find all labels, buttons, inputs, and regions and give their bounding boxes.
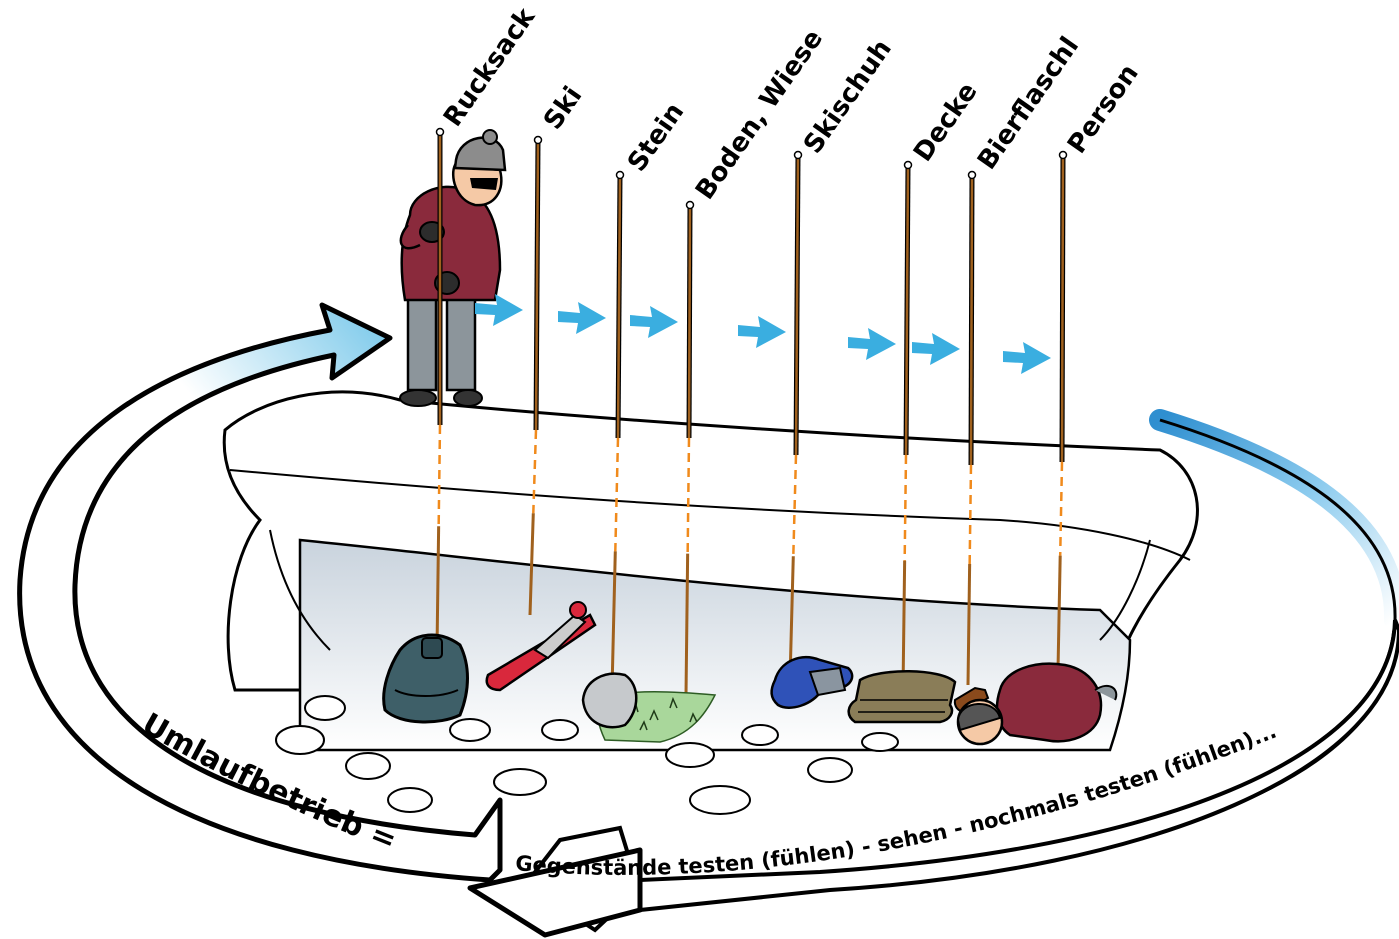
probe-rod-fill-skischuh — [794, 154, 800, 456]
probe-buried-skischuh — [788, 556, 795, 681]
blanket-icon — [847, 670, 957, 724]
probe-tip-ski — [533, 135, 543, 145]
direction-arrow-5 — [848, 328, 896, 360]
buried-person-icon — [956, 662, 1118, 746]
probe-dashed-boden — [686, 437, 691, 554]
probe-dashed-skischuh — [792, 454, 798, 557]
direction-arrow-2 — [558, 302, 606, 334]
probe-rod-fill-stein — [616, 174, 622, 439]
probe-rod-fill-boden — [687, 204, 692, 439]
direction-arrow-4 — [738, 316, 786, 348]
probe-dashed-decke — [903, 454, 908, 561]
probe-rod-fill-decke — [904, 164, 910, 456]
probe-rod-fill-ski — [534, 139, 540, 431]
probe-tip-rucksack — [435, 127, 445, 137]
cycle-arrow-right — [467, 409, 1399, 938]
probe-buried-rucksack — [435, 526, 441, 651]
probe-dashed-person — [1058, 461, 1064, 556]
direction-arrow-1 — [475, 294, 523, 326]
direction-arrow-3 — [630, 306, 678, 338]
probe-dashed-bierflaschl — [968, 464, 973, 565]
rucksack-icon — [382, 633, 469, 724]
probe-tip-skischuh — [793, 150, 803, 160]
probe-rod-fill-bierflaschl — [969, 174, 974, 466]
probe-tip-bierflaschl — [967, 170, 977, 180]
ski-boot-icon — [770, 655, 854, 709]
probe-dashed-rucksack — [437, 424, 442, 527]
direction-arrow-7 — [1003, 342, 1051, 374]
probe-rods — [435, 127, 1068, 696]
probe-buried-decke — [901, 560, 907, 691]
probe-buried-person — [1056, 555, 1062, 671]
rubble-rocks — [275, 695, 899, 815]
stone-icon — [581, 672, 638, 729]
rescuer-figure — [399, 129, 507, 407]
cycle-arrow-left — [17, 302, 503, 883]
probe-tip-boden — [685, 200, 695, 210]
direction-arrows — [475, 294, 1051, 374]
probe-tip-person — [1058, 150, 1068, 160]
probe-tip-stein — [615, 170, 625, 180]
probe-buried-ski — [528, 513, 535, 616]
probe-buried-boden — [684, 553, 690, 696]
probe-buried-bierflaschl — [966, 563, 972, 686]
probe-rod-fill-person — [1060, 154, 1065, 463]
probe-dashed-stein — [614, 437, 620, 552]
probe-tip-decke — [903, 160, 913, 170]
probe-buried-stein — [610, 551, 617, 691]
direction-arrow-6 — [912, 333, 960, 365]
ski-icon — [485, 601, 597, 692]
